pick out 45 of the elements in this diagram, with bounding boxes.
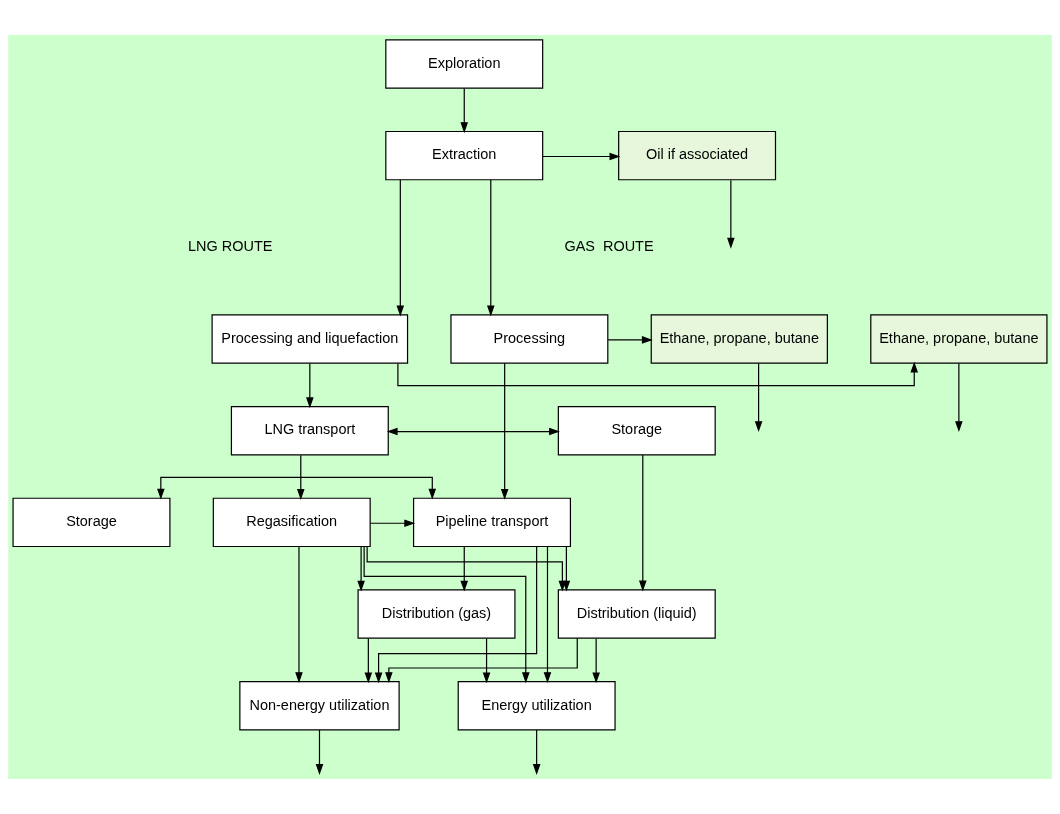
node-box: Pipeline transport <box>412 497 571 548</box>
arrow <box>460 546 469 592</box>
arrow <box>460 87 469 134</box>
node-box: Ethane, propane, butane <box>870 314 1048 364</box>
arrow <box>955 362 963 433</box>
arrow <box>357 546 365 592</box>
arrow <box>487 179 495 317</box>
arrow <box>727 179 735 249</box>
arrow <box>157 476 437 500</box>
arrow <box>385 637 578 684</box>
arrow <box>500 362 509 500</box>
node-box: Processing <box>450 314 609 364</box>
arrow <box>607 336 653 344</box>
node-box: Processing and liquefaction <box>211 314 409 364</box>
arrow <box>532 729 541 775</box>
node-box: Ethane, propane, butane <box>650 314 828 364</box>
arrow <box>369 519 416 528</box>
node-box: Storage <box>12 497 171 548</box>
arrow <box>366 546 567 592</box>
arrow <box>754 362 763 433</box>
node-box: Storage <box>557 405 716 456</box>
arrow <box>296 454 305 500</box>
node-box: Non-energy utilization <box>239 681 400 731</box>
arrow <box>397 361 919 387</box>
arrow <box>542 152 621 161</box>
node-box: Energy utilization <box>457 681 616 731</box>
arrow <box>396 179 405 317</box>
node-box: Regasification <box>212 497 371 548</box>
arrow <box>315 729 324 775</box>
arrow <box>295 546 303 684</box>
label: GAS ROUTE <box>564 238 654 255</box>
arrow <box>639 454 647 592</box>
node-box: Oil if associated <box>618 130 777 181</box>
arrow <box>543 546 552 684</box>
arrow <box>306 362 314 409</box>
arrow <box>592 638 600 684</box>
node-box: LNG transport <box>230 405 389 456</box>
arrow <box>482 638 491 684</box>
node-box: Distribution (liquid) <box>557 589 716 639</box>
node-box: Exploration <box>385 39 544 89</box>
arrow <box>364 638 373 684</box>
label: LNG ROUTE <box>188 238 273 255</box>
arrow <box>386 427 560 436</box>
node-box: Distribution (gas) <box>357 589 516 639</box>
node-box: Extraction <box>385 130 544 181</box>
